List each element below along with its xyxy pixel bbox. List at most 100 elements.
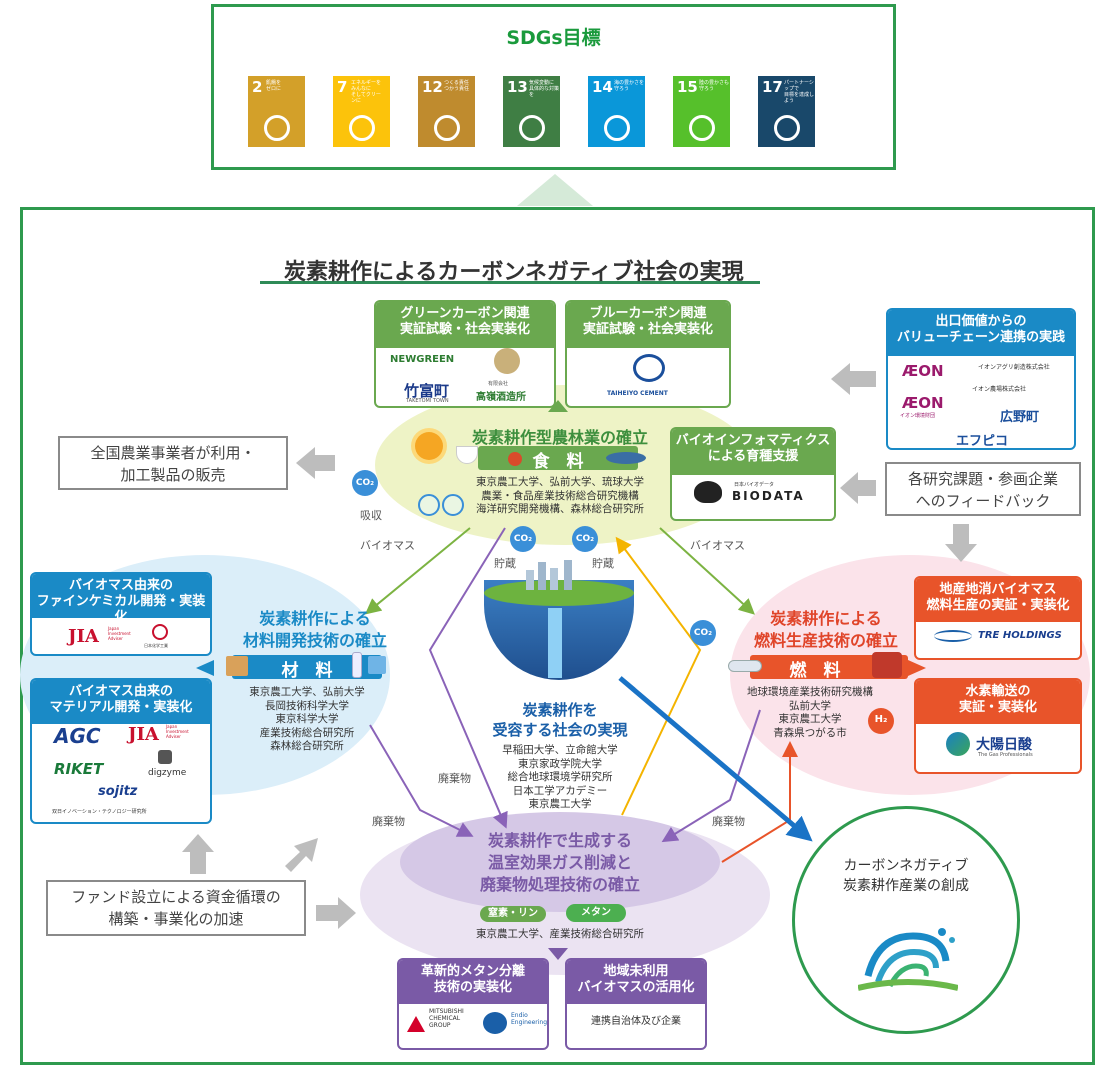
goal-title: カーボンネガティブ 炭素耕作産業の創成 <box>843 858 969 894</box>
rice-bowl-icon <box>456 446 478 464</box>
sdg-goal-icon <box>588 115 645 141</box>
sdg-goal-text: つくる責任 つかう責任 <box>444 80 470 92</box>
biodata-logo: BIODATA <box>732 489 805 503</box>
agri-band-label: 食 料 <box>532 452 584 472</box>
sdg-goal-number: 13 <box>507 78 528 96</box>
waste-label-center: 廃棄物 <box>438 772 471 785</box>
h2-label: H₂ <box>874 714 888 725</box>
biomass-label-left: バイオマス <box>360 539 415 552</box>
storage-label-2: 貯蔵 <box>592 557 614 570</box>
sdg-goal-number: 15 <box>677 78 698 96</box>
sdg-goal-text: 気候変動に 具体的な対策を <box>529 80 560 98</box>
sdg-goal-number: 12 <box>422 78 443 96</box>
aeon-env-logo: イオン環境財団 <box>900 413 936 419</box>
fuel-orgs: 地球環境産業技術研究機構 弘前大学 東京農工大学 青森県つがる市 <box>747 686 873 739</box>
agc-logo: AGC <box>54 724 101 748</box>
aeon-agri-logo: イオンアグリ創造株式会社 <box>978 364 1050 371</box>
house-icon <box>226 656 248 676</box>
arrow-right-fund <box>316 897 356 929</box>
hydrogen-panel: 水素輸送の 実証・実装化 大陽日酸 The Gas Professionals <box>914 678 1082 774</box>
arrow-up-fund <box>182 834 214 874</box>
sdg-goal-text: 陸の豊かさも 守ろう <box>699 80 730 92</box>
city-skyline-icon <box>516 560 596 590</box>
beetle-icon <box>694 481 722 503</box>
material-dev-header: バイオマス由来の マテリアル開発・実装化 <box>32 680 210 724</box>
nippon-chem-icon <box>152 624 168 640</box>
sdg-goal-icon <box>503 115 560 141</box>
co2-absorb-icon: CO₂ <box>352 470 378 496</box>
jia-logo-2: JIA <box>128 724 159 745</box>
national-box: 全国農業事業者が利用・ 加工製品の販売 <box>58 436 288 490</box>
waste-flow-right <box>661 709 761 843</box>
arrow-to-national <box>296 447 335 479</box>
goal-arrow <box>618 676 813 842</box>
fish-icon <box>606 452 646 464</box>
sdg-goal-text: エネルギーをみんなに そしてクリーンに <box>351 80 382 104</box>
sun-icon <box>415 432 443 460</box>
arrow-diag-fund <box>285 838 318 872</box>
co2-storage-icon-2: CO₂ <box>572 526 598 552</box>
feedback-box: 各研究課題・参画企業 へのフィードバック <box>885 462 1081 516</box>
jia-sub-2: Japan Investment Adviser <box>166 724 189 739</box>
vegetable-icon <box>508 452 522 466</box>
fine-chem-header: バイオマス由来の ファインケミカル開発・実装化 <box>32 574 210 625</box>
fine-chem-panel: バイオマス由来の ファインケミカル開発・実装化 JIA Japan Invest… <box>30 572 212 656</box>
sdg-goal-icon <box>248 115 305 141</box>
aeon-logo-1: ÆON <box>902 362 944 380</box>
value-chain-header: 出口価値からの バリューチェーン連携の実践 <box>888 310 1074 356</box>
biomass-flow-right <box>659 527 755 615</box>
takamine-sub: 有限会社 <box>488 381 509 387</box>
sdg-goal-number: 7 <box>337 78 348 96</box>
plant-icon-2 <box>442 494 464 516</box>
takamine-logo: 高嶺酒造所 <box>476 392 526 403</box>
waste-inner-ellipse <box>400 812 720 912</box>
airplane-icon <box>728 660 762 672</box>
bio-info-header: バイオインフォマティクス による育種支援 <box>672 429 834 475</box>
fund-box: ファンド設立による資金循環の 構築・事業化の加速 <box>46 880 306 936</box>
material-to-panel-arrow <box>196 660 214 676</box>
methane-label: メタン <box>581 907 611 918</box>
waste-down-arrow <box>548 948 568 960</box>
taiyo-nippon-sub: The Gas Professionals <box>978 752 1033 758</box>
absorb-label: 吸収 <box>360 509 382 522</box>
sdg-goal-text: パートナーシップで 目標を達成しよう <box>784 80 815 104</box>
sojitz-sub: 双日イノベーション・テクノロジー研究所 <box>52 809 147 815</box>
material-band-label: 材 料 <box>281 661 333 681</box>
center-title: 炭素耕作を 受容する社会の実現 <box>492 701 628 739</box>
fpco-logo: エフピコ <box>956 434 1009 449</box>
sdg-goal-icon <box>758 115 815 141</box>
mitsubishi-logo: MITSUBISHI CHEMICAL GROUP <box>429 1008 464 1029</box>
endio-icon <box>483 1012 507 1034</box>
sojitz-logo: sojitz <box>98 784 138 799</box>
sdg-goal-number: 17 <box>762 78 783 96</box>
jia-logo-1: JIA <box>68 626 99 647</box>
jia-sub-1: Japan Investment Adviser <box>108 626 131 641</box>
taketomi-logo: 竹富町 <box>404 382 450 400</box>
center-orgs: 早稲田大学、立命館大学 東京家政学院大学 総合地球環境学研究所 日本工学アカデミ… <box>502 744 618 810</box>
hydrogen-header: 水素輸送の 実証・実装化 <box>916 680 1080 724</box>
tre-icon <box>934 630 972 642</box>
unused-biomass-panel: 地域未利用 バイオマスの活用化 連携自治体及び企業 <box>565 958 707 1050</box>
material-orgs: 東京農工大学、弘前大学 長岡技術科学大学 東京科学大学 産業技術総合研究所 森林… <box>249 686 365 752</box>
digzyme-icon <box>158 750 172 764</box>
waste-orgs: 東京農工大学、産業技術総合研究所 <box>476 928 644 940</box>
taiyo-nippon-icon <box>946 732 970 756</box>
endio-logo: Endio Engineering <box>511 1012 547 1026</box>
tre-logo: TRE HOLDINGS <box>978 630 1062 641</box>
sdg-title: SDGs目標 <box>506 27 601 49</box>
sdg-goal-number: 2 <box>252 78 263 96</box>
newgreen-logo: NEWGREEN <box>390 354 455 365</box>
taketomi-sub: TAKETOMI TOWN <box>406 398 449 404</box>
agri-orgs: 東京農工大学、弘前大学、琉球大学 農業・食品産業技術総合研究機構 海洋研究開発機… <box>476 476 644 515</box>
sdg-goal-icon <box>673 115 730 141</box>
material-dev-panel: バイオマス由来の マテリアル開発・実装化 AGC JIA Japan Inves… <box>30 678 212 824</box>
fuel-title: 炭素耕作による 燃料生産技術の確立 <box>753 609 898 650</box>
waste-label-left: 廃棄物 <box>372 815 405 828</box>
